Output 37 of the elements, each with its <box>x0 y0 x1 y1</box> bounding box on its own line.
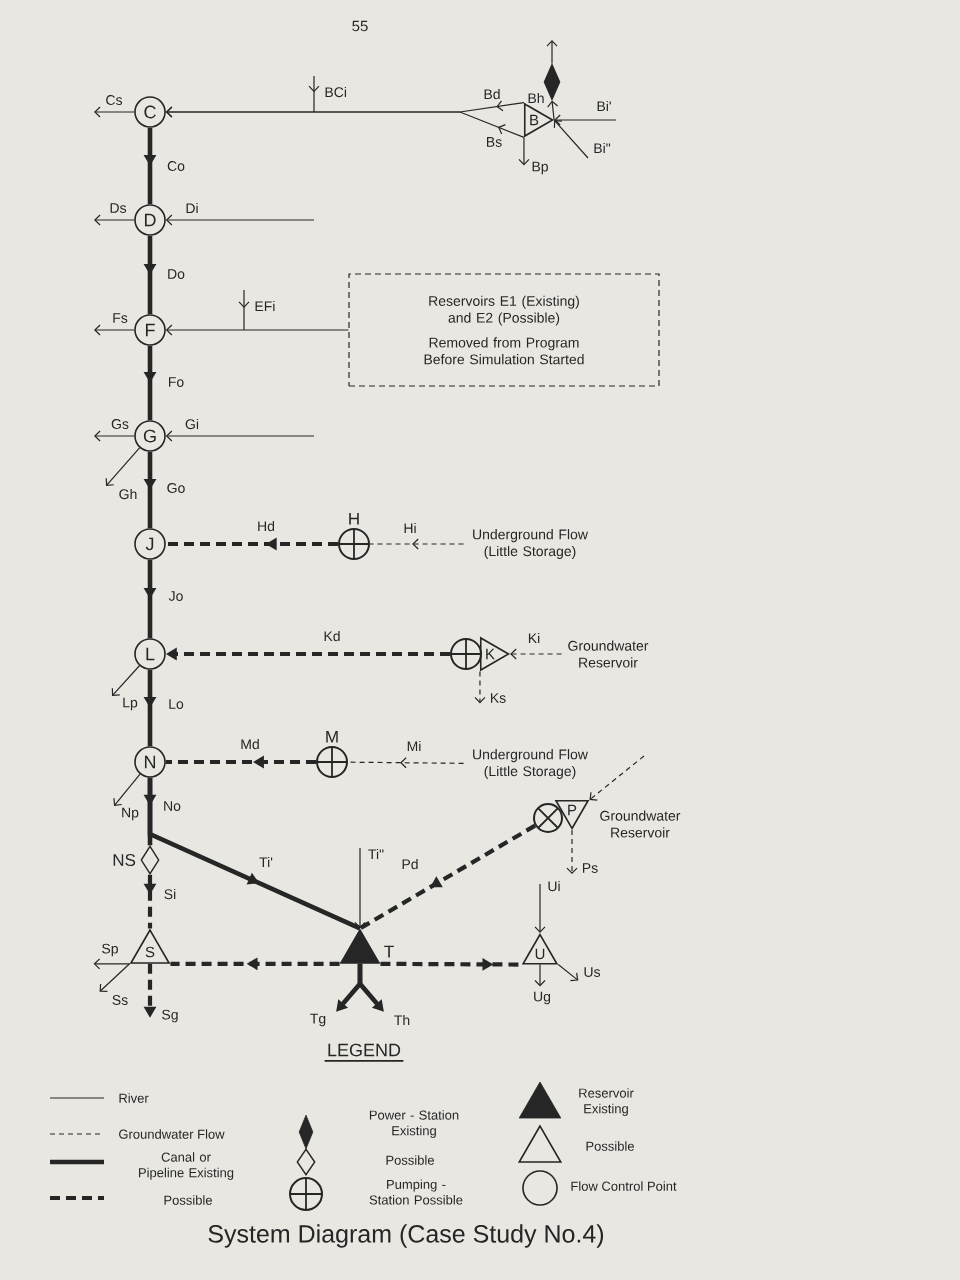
arrow <box>165 214 315 226</box>
pumping-station <box>450 638 482 670</box>
arrow <box>94 324 135 336</box>
arrow <box>111 665 140 696</box>
arrow <box>553 120 589 159</box>
arrow <box>510 648 563 660</box>
arrow <box>94 106 135 118</box>
arrow <box>99 963 131 992</box>
arrow <box>165 106 525 138</box>
arrow <box>474 670 486 704</box>
arrow <box>165 324 349 336</box>
arrow <box>358 823 537 931</box>
legend-heading: LEGEND <box>323 1043 405 1062</box>
arrow <box>105 447 141 486</box>
arrow <box>546 40 558 65</box>
arrow <box>94 430 135 442</box>
node-letter: T <box>384 945 394 958</box>
arrow <box>566 829 578 875</box>
node-letter: M <box>326 730 338 743</box>
arrow <box>534 883 546 933</box>
node-letter: NS <box>113 854 136 866</box>
arrow <box>534 963 546 987</box>
node-letter: H <box>349 512 359 525</box>
arrow <box>354 847 366 929</box>
arrow <box>589 755 645 801</box>
arrow <box>93 958 131 970</box>
pumping-station <box>533 803 563 833</box>
arrow <box>557 963 579 982</box>
power-station-diamond <box>543 63 561 101</box>
arrow <box>554 114 617 126</box>
arrow <box>547 100 559 121</box>
arrow <box>518 136 530 166</box>
caption: System Diagram (Case Study No.4) <box>208 1224 604 1248</box>
arrow <box>113 773 141 806</box>
arrow <box>147 777 361 931</box>
arrow <box>165 430 315 442</box>
arrow <box>94 214 135 226</box>
